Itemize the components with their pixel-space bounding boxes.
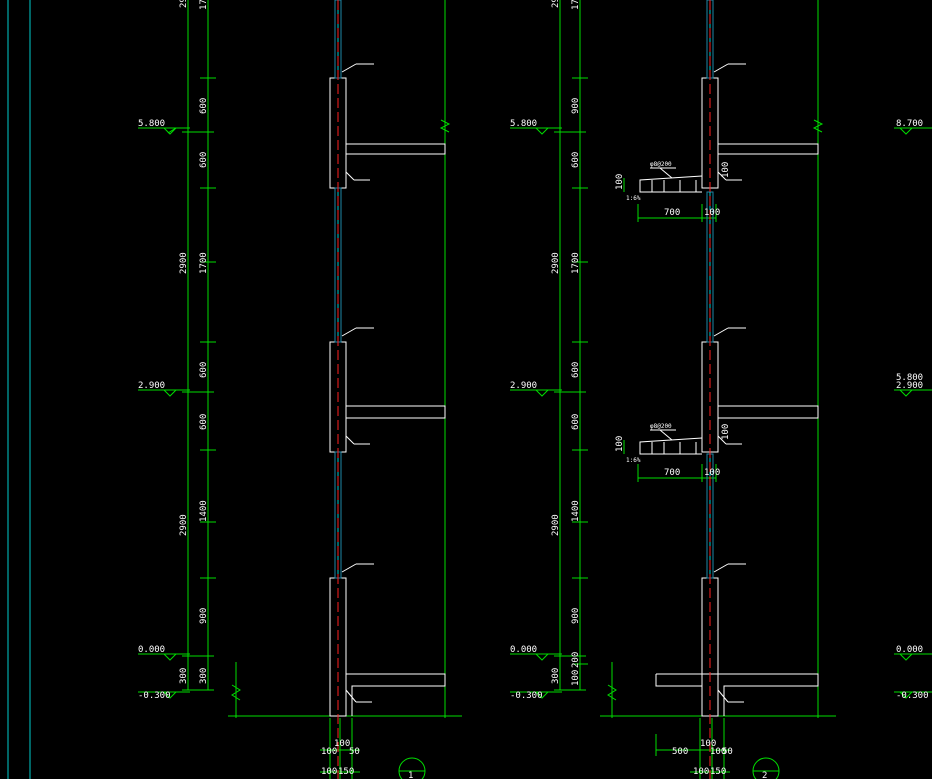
section-2-canopy-1-width: 700 xyxy=(664,208,680,218)
section-1: 5.800 2.900 0.000 -0.300 2900 2900 2900 … xyxy=(138,0,462,779)
section-2-elevation-2900: 2.900 xyxy=(510,381,537,391)
section-1-dim-inner-9: 300 xyxy=(199,668,209,684)
section-1-tags xyxy=(341,63,374,703)
section-2-bottom-dim-e: 100 xyxy=(693,767,709,777)
section-1-elevation-5800: 5.800 xyxy=(138,119,165,129)
section-1-dim-outer-2: 2900 xyxy=(179,252,189,274)
right-elevation-5800: 5.800 xyxy=(896,373,923,383)
right-elevation-8700: 8.700 xyxy=(896,119,923,129)
section-2-bottom-dim-a: 500 xyxy=(672,747,688,757)
section-2-dim-inner-1: 1700 xyxy=(571,0,581,10)
right-elevation-2900: 2.900 xyxy=(896,381,923,391)
section-2: 5.800 2.900 0.000 -0.300 2900 2900 2900 … xyxy=(510,0,836,779)
section-1-dimension-lines xyxy=(138,0,462,779)
section-2-dim-inner-8: 900 xyxy=(571,608,581,624)
section-1-dim-inner-3: 600 xyxy=(199,152,209,168)
section-1-dim-outer-3: 2900 xyxy=(179,514,189,536)
section-2-dim-outer-1: 2900 xyxy=(551,0,561,8)
section-2-dim-inner-2: 900 xyxy=(571,98,581,114)
section-2-elevation-5800: 5.800 xyxy=(510,119,537,129)
section-2-canopy-2-wall: 100 xyxy=(704,468,720,478)
section-2-elevation-0000: 0.000 xyxy=(510,645,537,655)
section-1-bottom-dim-a: 100 xyxy=(321,747,337,757)
section-1-bottom-dim-e: 150 xyxy=(338,767,354,777)
section-2-canopy-1-wall: 100 xyxy=(704,208,720,218)
section-2-dim-inner-7: 1400 xyxy=(571,500,581,522)
section-2-dim-inner-5: 600 xyxy=(571,362,581,378)
section-2-canopy-1-slab: 100 xyxy=(721,162,731,178)
section-1-dim-inner-5: 600 xyxy=(199,362,209,378)
section-1-bottom-dim-b: 100 xyxy=(334,739,350,749)
section-2-canopy-2-depth: 100 xyxy=(615,436,625,452)
section-2-dim-outer-3: 2900 xyxy=(551,514,561,536)
section-2-canopy-2-width: 700 xyxy=(664,468,680,478)
section-2-elevation-minus300: -0.300 xyxy=(510,691,543,701)
section-1-dim-inner-4: 1700 xyxy=(199,252,209,274)
section-1-dim-outer-1: 2900 xyxy=(179,0,189,8)
right-edge-elevations: 8.700 5.800 2.900 0.000 -0.300 xyxy=(894,119,932,701)
section-1-dim-inner-1: 1700 xyxy=(199,0,209,10)
section-1-dim-inner-2: 600 xyxy=(199,98,209,114)
section-2-dim-inner-10: 200 xyxy=(571,652,581,668)
section-2-canopy-2-rebar: φ8@200 xyxy=(650,423,672,430)
section-2-bottom-dim-f: 150 xyxy=(710,767,726,777)
section-1-bottom-dim-c: 50 xyxy=(349,747,360,757)
section-2-canopy-1-depth: 100 xyxy=(615,174,625,190)
section-2-number: 2 xyxy=(762,771,767,779)
section-2-bottom-dim-c: 100 xyxy=(710,747,726,757)
section-2-bottom-dim-d: 50 xyxy=(722,747,733,757)
section-2-bottom-dim-b: 100 xyxy=(700,739,716,749)
viewport-frame xyxy=(7,0,31,779)
section-1-elevation-minus300: -0.300 xyxy=(138,691,171,701)
section-2-canopy-2-slab: 100 xyxy=(721,424,731,440)
section-2-canopy-1-slope: 1:6% xyxy=(626,195,641,202)
section-1-dim-inner-7: 1400 xyxy=(199,500,209,522)
section-2-dim-inner-4: 1700 xyxy=(571,252,581,274)
section-2-dim-outer-4: 300 xyxy=(551,668,561,684)
section-2-dim-inner-6: 600 xyxy=(571,414,581,430)
section-2-dim-outer-2: 2900 xyxy=(551,252,561,274)
section-1-bottom-dim-d: 100 xyxy=(321,767,337,777)
section-1-dim-inner-6: 600 xyxy=(199,414,209,430)
section-2-dimension-lines xyxy=(510,0,836,779)
right-elevation-minus300: -0.300 xyxy=(896,691,929,701)
section-1-elevation-0000: 0.000 xyxy=(138,645,165,655)
section-2-tags xyxy=(650,63,746,703)
section-2-dim-inner-3: 600 xyxy=(571,152,581,168)
section-2-canopy-1-rebar: φ8@200 xyxy=(650,161,672,168)
section-1-dim-outer-4: 300 xyxy=(179,668,189,684)
section-1-elevation-2900: 2.900 xyxy=(138,381,165,391)
section-2-canopy-2-slope: 1:6% xyxy=(626,457,641,464)
section-1-dim-inner-8: 900 xyxy=(199,608,209,624)
right-elevation-0000: 0.000 xyxy=(896,645,923,655)
section-2-dim-inner-9: 100 xyxy=(571,670,581,686)
section-1-number: 1 xyxy=(408,771,413,779)
